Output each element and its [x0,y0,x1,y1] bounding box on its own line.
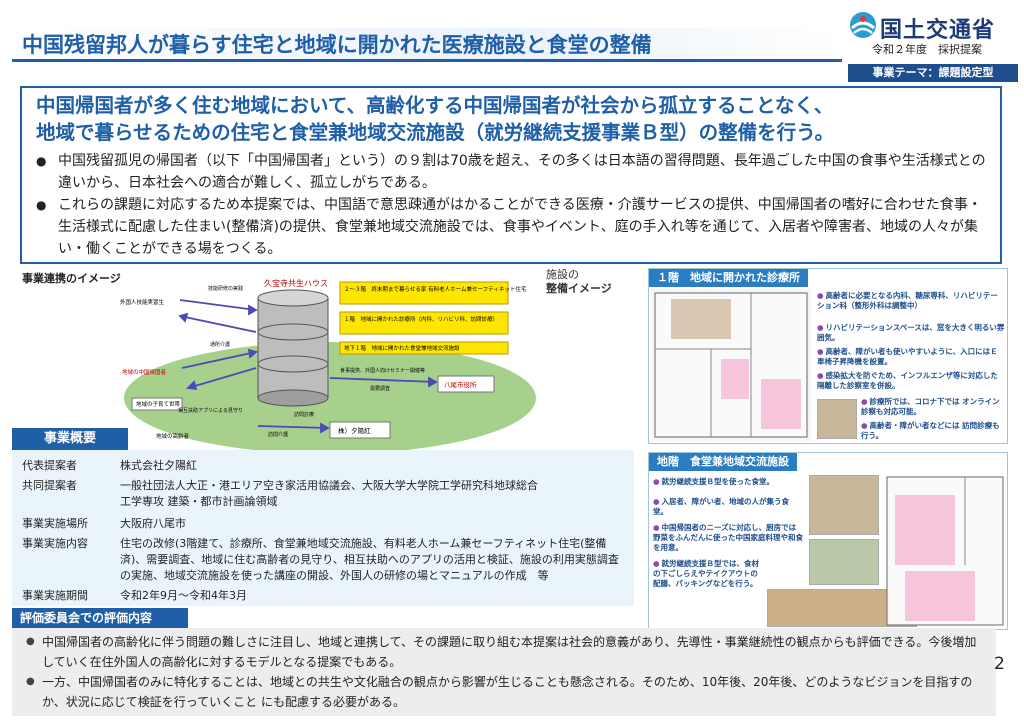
actor-children: 地域の子育て世帯 [136,400,181,408]
ministry-logo: 国土交通省 令和２年度 採択提案 [848,10,1018,56]
clinic-note: 高齢者・障がい者などには 訪問診療も行う。 [861,421,1005,441]
facility-image-label: 施設の 整備イメージ [546,268,616,296]
arrow-homevisit-label: 訪問診療 [294,411,314,418]
overview-key: 事業実施期間 [22,589,88,602]
evaluation-tab: 評価委員会での評価内容 [12,608,188,628]
overview-table: 代表提案者 株式会社夕陽紅 共同提案者 一般社団法人大正・港エリア空き家活用協議… [12,450,634,606]
floorplan-icon [654,292,808,438]
arrow-support-label: 相互扶助アプリによる見守り [178,407,243,414]
clinic-note: 診療所では、コロナ下では オンライン診察も対応可能。 [861,397,1005,417]
clinic-note: 高齢者に必要となる内科、糖尿専科、リハビリテーション科（整形外科は調整中） [817,291,1005,311]
overview-value: 住宅の改修(3階建て、診療所、食堂兼地域交流施設、有料老人ホーム兼セーフティネッ… [120,537,619,582]
arrow-training-label: 技能研修の実践 [208,285,243,292]
theme-badge: 事業テーマ：課題設定型 [848,64,1018,82]
ministry-name: 国土交通省 [880,18,996,43]
summary-bullet: これらの課題に対応するため本提案では、中国語で意思疎通がはかることができる医療・… [36,194,986,260]
headline-line-2: 地域で暮らせるための住宅と食堂兼地域交流施設（就労継続支援事業Ｂ型）の整備を行う… [36,121,834,144]
dining-floorplan-icon [886,476,1004,626]
dining-photo [809,539,879,585]
arrow-meals-label: 食事提供、外国人向けセミナー開催等 [340,367,425,374]
summary-bullets: 中国残留孤児の帰国者（以下「中国帰国者」という）の９割は70歳を超え、その多くは… [36,150,986,260]
dining-note: 入居者、障がい者、地域の人が集う食堂。 [653,497,803,517]
evaluation-item: 一方、中国帰国者のみに特化することは、地域との共生や文化融合の観点から影響が生じ… [22,672,986,712]
summary-bullet: 中国残留孤児の帰国者（以下「中国帰国者」という）の９割は70歳を超え、その多くは… [36,150,986,194]
page-number: 2 [994,654,1005,674]
overview-tab: 事業概要 [12,428,128,450]
floor-2-3-label: ２～３階 終末期まで暮らせる家 有料老人ホーム兼セーフティネット住宅 [344,285,527,293]
dining-note: 就労継続支援Ｂ型では、食材の下ごしらえやテイクアウトの配膳、パッキングなどを行う… [653,559,763,589]
community-ellipse [124,342,536,454]
arrow-visit-label: 訪問介護 [268,431,288,438]
arrow-dayservice-label: 通所介護 [210,341,230,348]
mlit-logo-icon [850,12,876,38]
actor-elderly: 地域の高齢者 [156,432,190,440]
facility-label-line-1: 施設の [546,268,579,281]
clinic-photo [817,399,857,439]
overview-value: 大阪府八尾市 [120,517,186,530]
actor-city-office: 八尾市役所 [444,380,477,389]
clinic-note: 感染拡大を防ぐため、インフルエンザ等に対応した隔離した診察室を併設。 [817,371,1005,391]
building-cylinder-icon [257,289,329,407]
overview-key: 事業実施内容 [22,537,88,550]
dining-panel-header: 地階 食堂兼地域交流施設 [649,453,797,471]
page-title: 中国残留邦人が暮らす住宅と地域に開かれた医療施設と食堂の整備 [12,28,842,62]
diagram-label: 事業連携のイメージ [22,272,121,285]
overview-key: 事業実施場所 [22,517,88,530]
evaluation-box: 中国帰国者の高齢化に伴う問題の難しさに注目し、地域と連携して、その課題に取り組む… [12,628,996,716]
clinic-note: リハビリテーションスペースは、窓を大きく明るい雰囲気。 [817,323,1005,343]
actor-chinese-returnees: 地域の中国帰国者 [122,368,167,376]
floor-1-label: １階 地域に開かれた診療所（内科、リハビリ科、訪問診療） [344,315,498,323]
overview-value: 令和2年9月～令和4年3月 [120,589,247,602]
collaboration-diagram: 久宝寺共生ハウス ２～３階 終末期まで暮らせる家 有料老人ホーム兼セーフティネッ… [120,278,536,454]
overview-row: 事業実施場所 大阪府八尾市 [22,516,632,532]
clinic-floorplan [651,289,811,441]
actor-company: 株）夕陽紅 [338,426,371,435]
actor-foreign-trainee: 外国人技能実習生 [120,298,165,306]
evaluation-item: 中国帰国者の高齢化に伴う問題の難しさに注目し、地域と連携して、その課題に取り組む… [22,632,986,672]
clinic-note: 高齢者、障がい者も使いやすいように、入口にはＥ車椅子昇降機を設置。 [817,347,1005,367]
summary-box: 中国帰国者が多く住む地域において、高齢化する中国帰国者が社会から孤立することなく… [20,86,1002,264]
floor-b1-label: 地下１階 地域に開かれた食堂兼地域交流施設 [344,344,460,352]
overview-row: 共同提案者 一般社団法人大正・港エリア空き家活用協議会、大阪大学大学院工学研究科… [22,478,632,510]
overview-row: 事業実施期間 令和2年9月～令和4年3月 [22,588,632,604]
facility-label-line-2: 整備イメージ [546,282,612,295]
dining-note: 中国帰国者のニーズに対応し、厨房では野菜をふんだんに使った中国家庭料理や和食を用… [653,523,803,553]
overview-value: 一般社団法人大正・港エリア空き家活用協議会、大阪大学大学院工学研究科地球総合工学… [120,479,538,508]
headline-line-1: 中国帰国者が多く住む地域において、高齢化する中国帰国者が社会から孤立することなく… [36,94,834,117]
overview-key: 共同提案者 [22,479,77,492]
overview-key: 代表提案者 [22,459,77,472]
overview-row: 代表提案者 株式会社夕陽紅 [22,458,632,474]
overview-row: 事業実施内容 住宅の改修(3階建て、診療所、食堂兼地域交流施設、有料老人ホーム兼… [22,536,632,584]
year-note: 令和２年度 採択提案 [872,43,982,56]
dining-note: 就労継続支援Ｂ型を使った食堂。 [653,477,803,487]
clinic-panel: １階 地域に開かれた診療所 高齢者に必要となる内科、糖尿専科、リハビリテーション… [648,268,1008,444]
arrow-survey-label: 需要調査 [370,385,390,392]
building-name: 久宝寺共生ハウス [264,278,328,288]
overview-value: 株式会社夕陽紅 [120,459,197,472]
dining-panel: 地階 食堂兼地域交流施設 就労継続支援Ｂ型を使った食堂。 入居者、障がい者、地域… [648,452,1008,630]
clinic-panel-header: １階 地域に開かれた診療所 [649,269,808,287]
dining-photo [809,475,879,535]
